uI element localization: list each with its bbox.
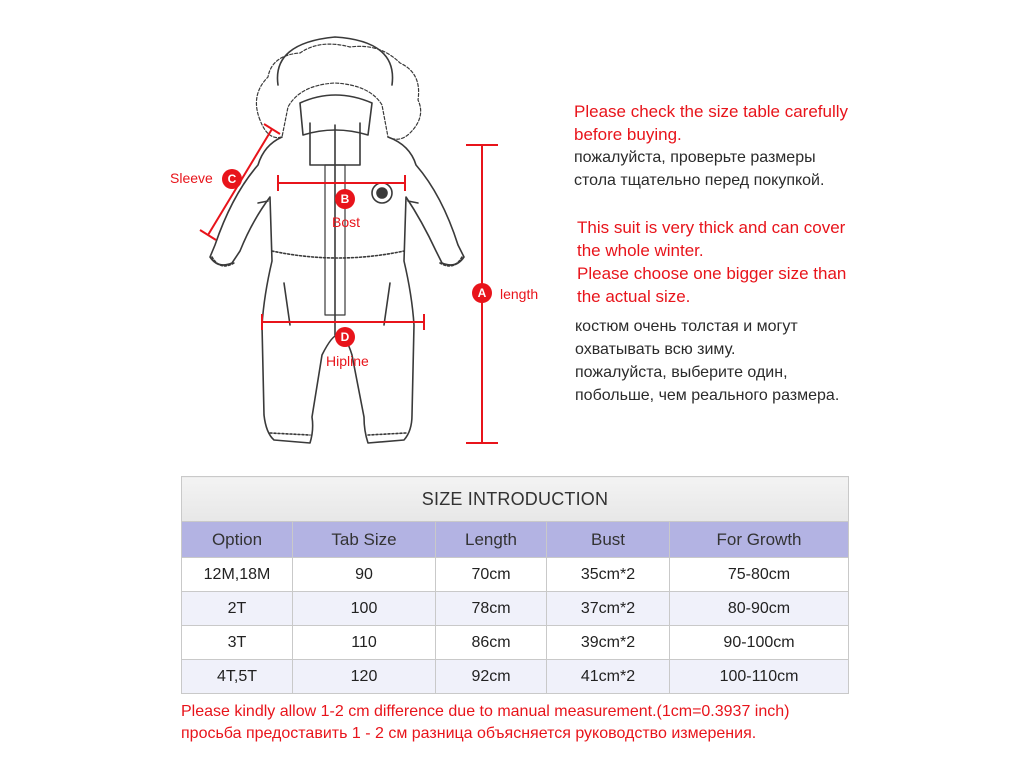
svg-text:D: D <box>341 330 350 344</box>
col-length: Length <box>435 521 547 558</box>
note-check-size-ru: пожалуйста, проверьте размеры стола тщат… <box>574 149 825 189</box>
table-cell: 100-110cm <box>669 659 849 694</box>
table-cell: 120 <box>292 659 436 694</box>
marker-a <box>472 283 492 303</box>
hood-outline <box>276 36 394 86</box>
size-table: SIZE INTRODUCTION Option Tab Size Length… <box>181 476 849 694</box>
table-cell: 3T <box>181 625 293 660</box>
table-row: 4T,5T 120 92cm 41cm*2 100-110cm <box>181 659 849 694</box>
note-thick-suit-ru: костюм очень толстая и могут охватывать … <box>575 318 840 404</box>
table-title: SIZE INTRODUCTION <box>181 476 849 522</box>
col-option: Option <box>181 521 293 558</box>
table-cell: 90 <box>292 557 436 592</box>
snowsuit-size-diagram: A B C D Sleeve Bost Hipline length <box>170 36 538 444</box>
table-cell: 39cm*2 <box>546 625 670 660</box>
svg-text:B: B <box>341 192 350 206</box>
table-cell: 78cm <box>435 591 547 626</box>
table-row: 12M,18M 90 70cm 35cm*2 75-80cm <box>181 557 849 592</box>
svg-text:A: A <box>478 286 487 300</box>
measurement-disclaimer-ru: просьба предоставить 1 - 2 см разница об… <box>181 725 757 742</box>
table-cell: 92cm <box>435 659 547 694</box>
table-cell: 2T <box>181 591 293 626</box>
table-cell: 110 <box>292 625 436 660</box>
table-cell: 4T,5T <box>181 659 293 694</box>
table-cell: 41cm*2 <box>546 659 670 694</box>
note-thick-suit-en: This suit is very thick and can cover th… <box>577 218 847 306</box>
table-header-row: Option Tab Size Length Bust For Growth <box>181 521 849 558</box>
table-cell: 90-100cm <box>669 625 849 660</box>
bust-label: Bost <box>332 214 360 230</box>
table-cell: 80-90cm <box>669 591 849 626</box>
note-check-size-en: Please check the size table carefully be… <box>574 102 849 144</box>
col-for-growth: For Growth <box>669 521 849 558</box>
fur-trim <box>255 43 422 140</box>
table-cell: 75-80cm <box>669 557 849 592</box>
col-bust: Bust <box>546 521 670 558</box>
measurement-disclaimer-en: Please kindly allow 1-2 cm difference du… <box>181 703 790 720</box>
table-cell: 12M,18M <box>181 557 293 592</box>
length-label: length <box>500 286 538 302</box>
marker-c <box>222 169 242 189</box>
table-cell: 35cm*2 <box>546 557 670 592</box>
table-cell: 100 <box>292 591 436 626</box>
table-cell: 86cm <box>435 625 547 660</box>
hipline-label: Hipline <box>326 353 369 369</box>
table-cell: 70cm <box>435 557 547 592</box>
sleeve-label: Sleeve <box>170 170 213 186</box>
marker-b <box>335 189 355 209</box>
table-cell: 37cm*2 <box>546 591 670 626</box>
svg-text:C: C <box>228 172 237 186</box>
marker-d <box>335 327 355 347</box>
table-row: 3T 110 86cm 39cm*2 90-100cm <box>181 625 849 660</box>
col-tab-size: Tab Size <box>292 521 436 558</box>
table-row: 2T 100 78cm 37cm*2 80-90cm <box>181 591 849 626</box>
